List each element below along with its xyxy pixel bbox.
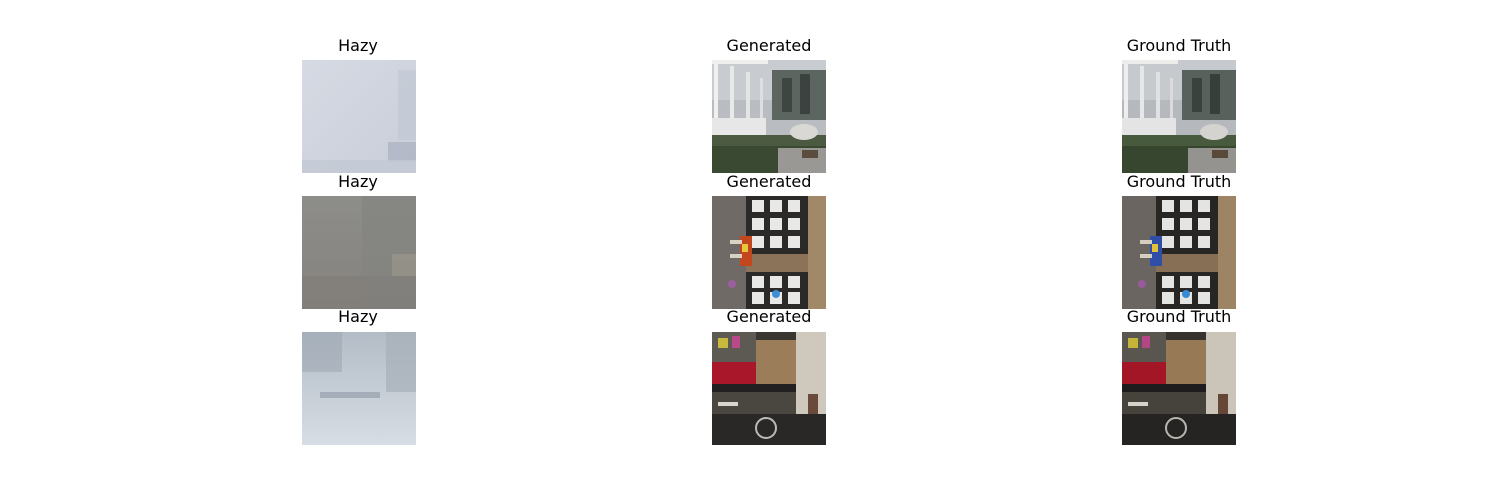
hazy-image-row1 <box>302 60 416 173</box>
hazy-image-row3 <box>302 332 416 445</box>
generated-title-row2: Generated <box>726 172 812 191</box>
generated-title-row1: Generated <box>726 36 812 55</box>
gt-image-row1 <box>1122 60 1236 173</box>
generated-title-row3: Generated <box>726 307 812 326</box>
hazy-title-row2: Hazy <box>338 172 378 191</box>
generated-image-row3 <box>712 332 826 445</box>
generated-image-row1 <box>712 60 826 173</box>
hazy-title-row1: Hazy <box>338 36 378 55</box>
hazy-image-row2 <box>302 196 416 309</box>
gt-image-row3 <box>1122 332 1236 445</box>
gt-title-row2: Ground Truth <box>1126 172 1232 191</box>
gt-title-row3: Ground Truth <box>1126 307 1232 326</box>
hazy-title-row3: Hazy <box>338 307 378 326</box>
gt-title-row1: Ground Truth <box>1126 36 1232 55</box>
gt-image-row2 <box>1122 196 1236 309</box>
generated-image-row2 <box>712 196 826 309</box>
